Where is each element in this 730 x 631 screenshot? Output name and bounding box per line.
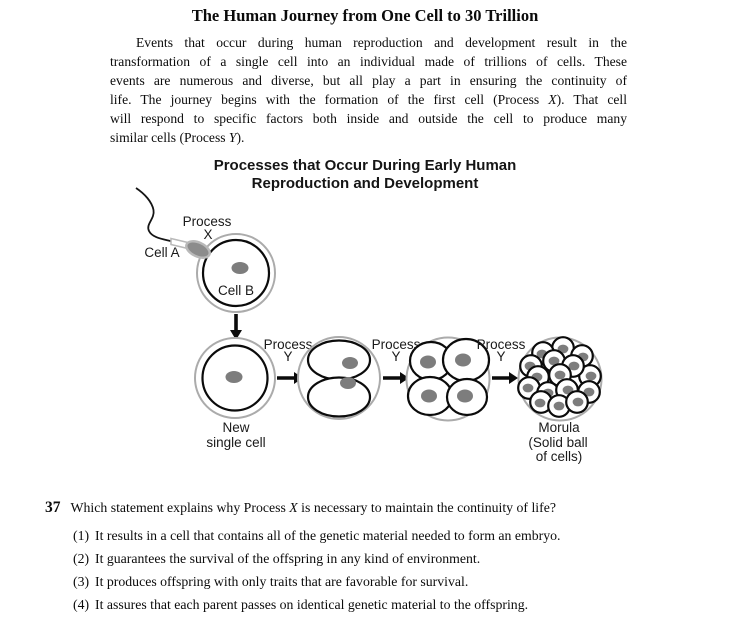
option-number: (1) bbox=[73, 528, 90, 543]
passage-paragraph: Events that occur during human reproduct… bbox=[110, 33, 627, 147]
option-number: (4) bbox=[73, 597, 90, 612]
egg-nucleus bbox=[231, 262, 249, 274]
svg-text:Process: Process bbox=[183, 214, 232, 229]
svg-text:New: New bbox=[222, 420, 249, 435]
option-text: It results in a cell that contains all o… bbox=[95, 528, 561, 543]
question-text: Which statement explains why Process X i… bbox=[70, 500, 556, 515]
new-single-cell bbox=[194, 337, 276, 419]
paragraph-line: life. The journey begins with the format… bbox=[110, 92, 627, 107]
svg-text:of cells): of cells) bbox=[536, 449, 583, 464]
figure-title-line1: Processes that Occur During Early Human bbox=[213, 157, 517, 174]
cell-a-label: Cell A bbox=[144, 245, 179, 260]
morula bbox=[517, 336, 603, 422]
cell-nucleus bbox=[457, 389, 473, 403]
svg-text:Morula: Morula bbox=[538, 420, 580, 435]
option-number: (2) bbox=[73, 551, 90, 566]
question-37: 37 Which statement explains why Process X… bbox=[45, 499, 705, 517]
egg-cell-b bbox=[196, 233, 276, 313]
morula-cells bbox=[517, 336, 602, 418]
development-diagram: Process X Cell A Cell B New single cell … bbox=[135, 187, 603, 464]
question-number: 37 bbox=[45, 499, 61, 516]
svg-text:Process: Process bbox=[477, 337, 526, 352]
process-y-arrow-1: Process Y bbox=[264, 337, 313, 384]
passage-title: The Human Journey from One Cell to 30 Tr… bbox=[191, 6, 539, 25]
answer-option-3: (3) It produces offspring with only trai… bbox=[73, 574, 693, 597]
new-single-cell-label: New single cell bbox=[206, 420, 265, 450]
figure-title: Processes that Occur During Early Human … bbox=[165, 157, 565, 192]
cell-nucleus bbox=[225, 371, 243, 383]
paragraph-line: will respond to specific factors both in… bbox=[110, 111, 627, 126]
answer-option-1: (1) It results in a cell that contains a… bbox=[73, 528, 693, 551]
answer-option-4: (4) It assures that each parent passes o… bbox=[73, 597, 693, 620]
svg-text:Y: Y bbox=[391, 349, 400, 364]
option-text: It guarantees the survival of the offspr… bbox=[95, 551, 481, 566]
svg-text:Y: Y bbox=[283, 349, 292, 364]
svg-text:X: X bbox=[203, 227, 212, 242]
process-x-label: Process X bbox=[183, 214, 232, 242]
answer-option-2: (2) It guarantees the survival of the of… bbox=[73, 551, 693, 574]
cell-nucleus bbox=[342, 357, 358, 369]
svg-text:single cell: single cell bbox=[206, 435, 265, 450]
svg-text:Y: Y bbox=[496, 349, 505, 364]
morula-label: Morula (Solid ball of cells) bbox=[528, 420, 587, 464]
paragraph-line: events are numerous and diverse, but all… bbox=[110, 73, 627, 88]
svg-text:Process: Process bbox=[264, 337, 313, 352]
four-cell-stage bbox=[405, 336, 491, 422]
cell-nucleus bbox=[455, 353, 471, 367]
cell-b-label: Cell B bbox=[218, 283, 254, 298]
process-y-arrow-3: Process Y bbox=[477, 337, 526, 384]
cell-nucleus bbox=[421, 389, 437, 403]
answer-options: (1) It results in a cell that contains a… bbox=[73, 528, 693, 620]
svg-text:Process: Process bbox=[372, 337, 421, 352]
fertilization-down-arrow bbox=[230, 314, 242, 340]
cell-nucleus bbox=[340, 377, 356, 389]
paragraph-line: similar cells (Process Y). bbox=[110, 130, 245, 145]
option-text: It produces offspring with only traits t… bbox=[95, 574, 469, 589]
option-number: (3) bbox=[73, 574, 90, 589]
sperm-tail bbox=[135, 187, 173, 243]
two-cell-stage bbox=[297, 336, 381, 420]
sperm-cell-a bbox=[135, 187, 211, 259]
cell-nucleus bbox=[420, 355, 436, 369]
sperm-head bbox=[185, 240, 211, 259]
option-text: It assures that each parent passes on id… bbox=[95, 597, 529, 612]
svg-text:(Solid ball: (Solid ball bbox=[528, 435, 587, 450]
paragraph-line: Events that occur during human reproduct… bbox=[136, 35, 627, 50]
process-y-arrow-2: Process Y bbox=[372, 337, 421, 384]
figure-title-line2: Reproduction and Development bbox=[251, 174, 479, 192]
paragraph-line: transformation of a single cell into an … bbox=[110, 54, 627, 69]
